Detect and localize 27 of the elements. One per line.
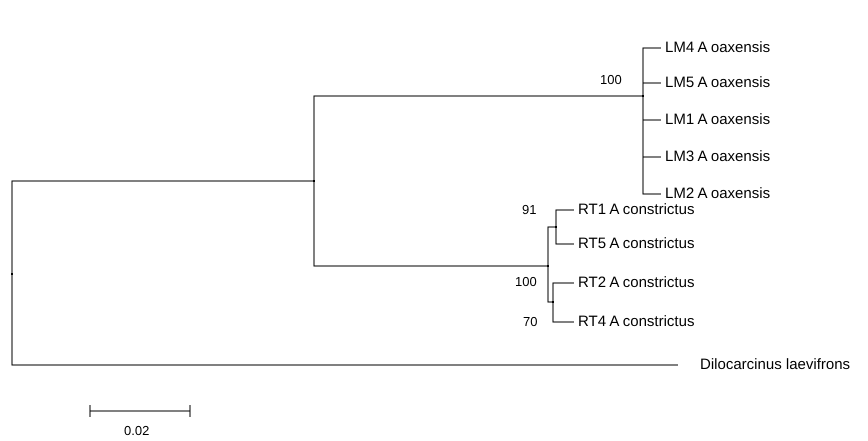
tree-branch [552,282,574,302]
tree-branch [12,274,678,366]
taxon-label: RT5 A constrictus [578,235,694,253]
tree-branch [552,302,574,322]
tree-branch [314,180,548,266]
taxon-label: RT2 A constrictus [578,274,694,292]
tree-branch [548,266,554,302]
taxon-label: LM2 A oaxensis [665,185,770,203]
taxon-label: RT4 A constrictus [578,313,694,331]
taxon-label: LM5 A oaxensis [665,74,770,92]
bootstrap-value: 100 [600,72,622,87]
taxon-label: LM4 A oaxensis [665,39,770,57]
bootstrap-value: 70 [523,314,538,329]
tree-branch [556,226,574,244]
taxon-label: RT1 A constrictus [578,201,694,219]
tree-branch [642,82,662,96]
taxon-label: Dilocarcinus laevifrons [700,356,850,374]
taxon-label: LM3 A oaxensis [665,148,770,166]
tree-branch [314,96,644,182]
tree-branch [548,226,556,266]
bootstrap-value: 100 [515,274,537,289]
tree-branch [556,210,574,228]
tree-branch [642,96,662,194]
scale-value: 0.02 [124,423,150,438]
tree-branch [12,180,314,274]
bootstrap-value: 91 [522,202,536,217]
taxon-label: LM1 A oaxensis [665,111,770,129]
